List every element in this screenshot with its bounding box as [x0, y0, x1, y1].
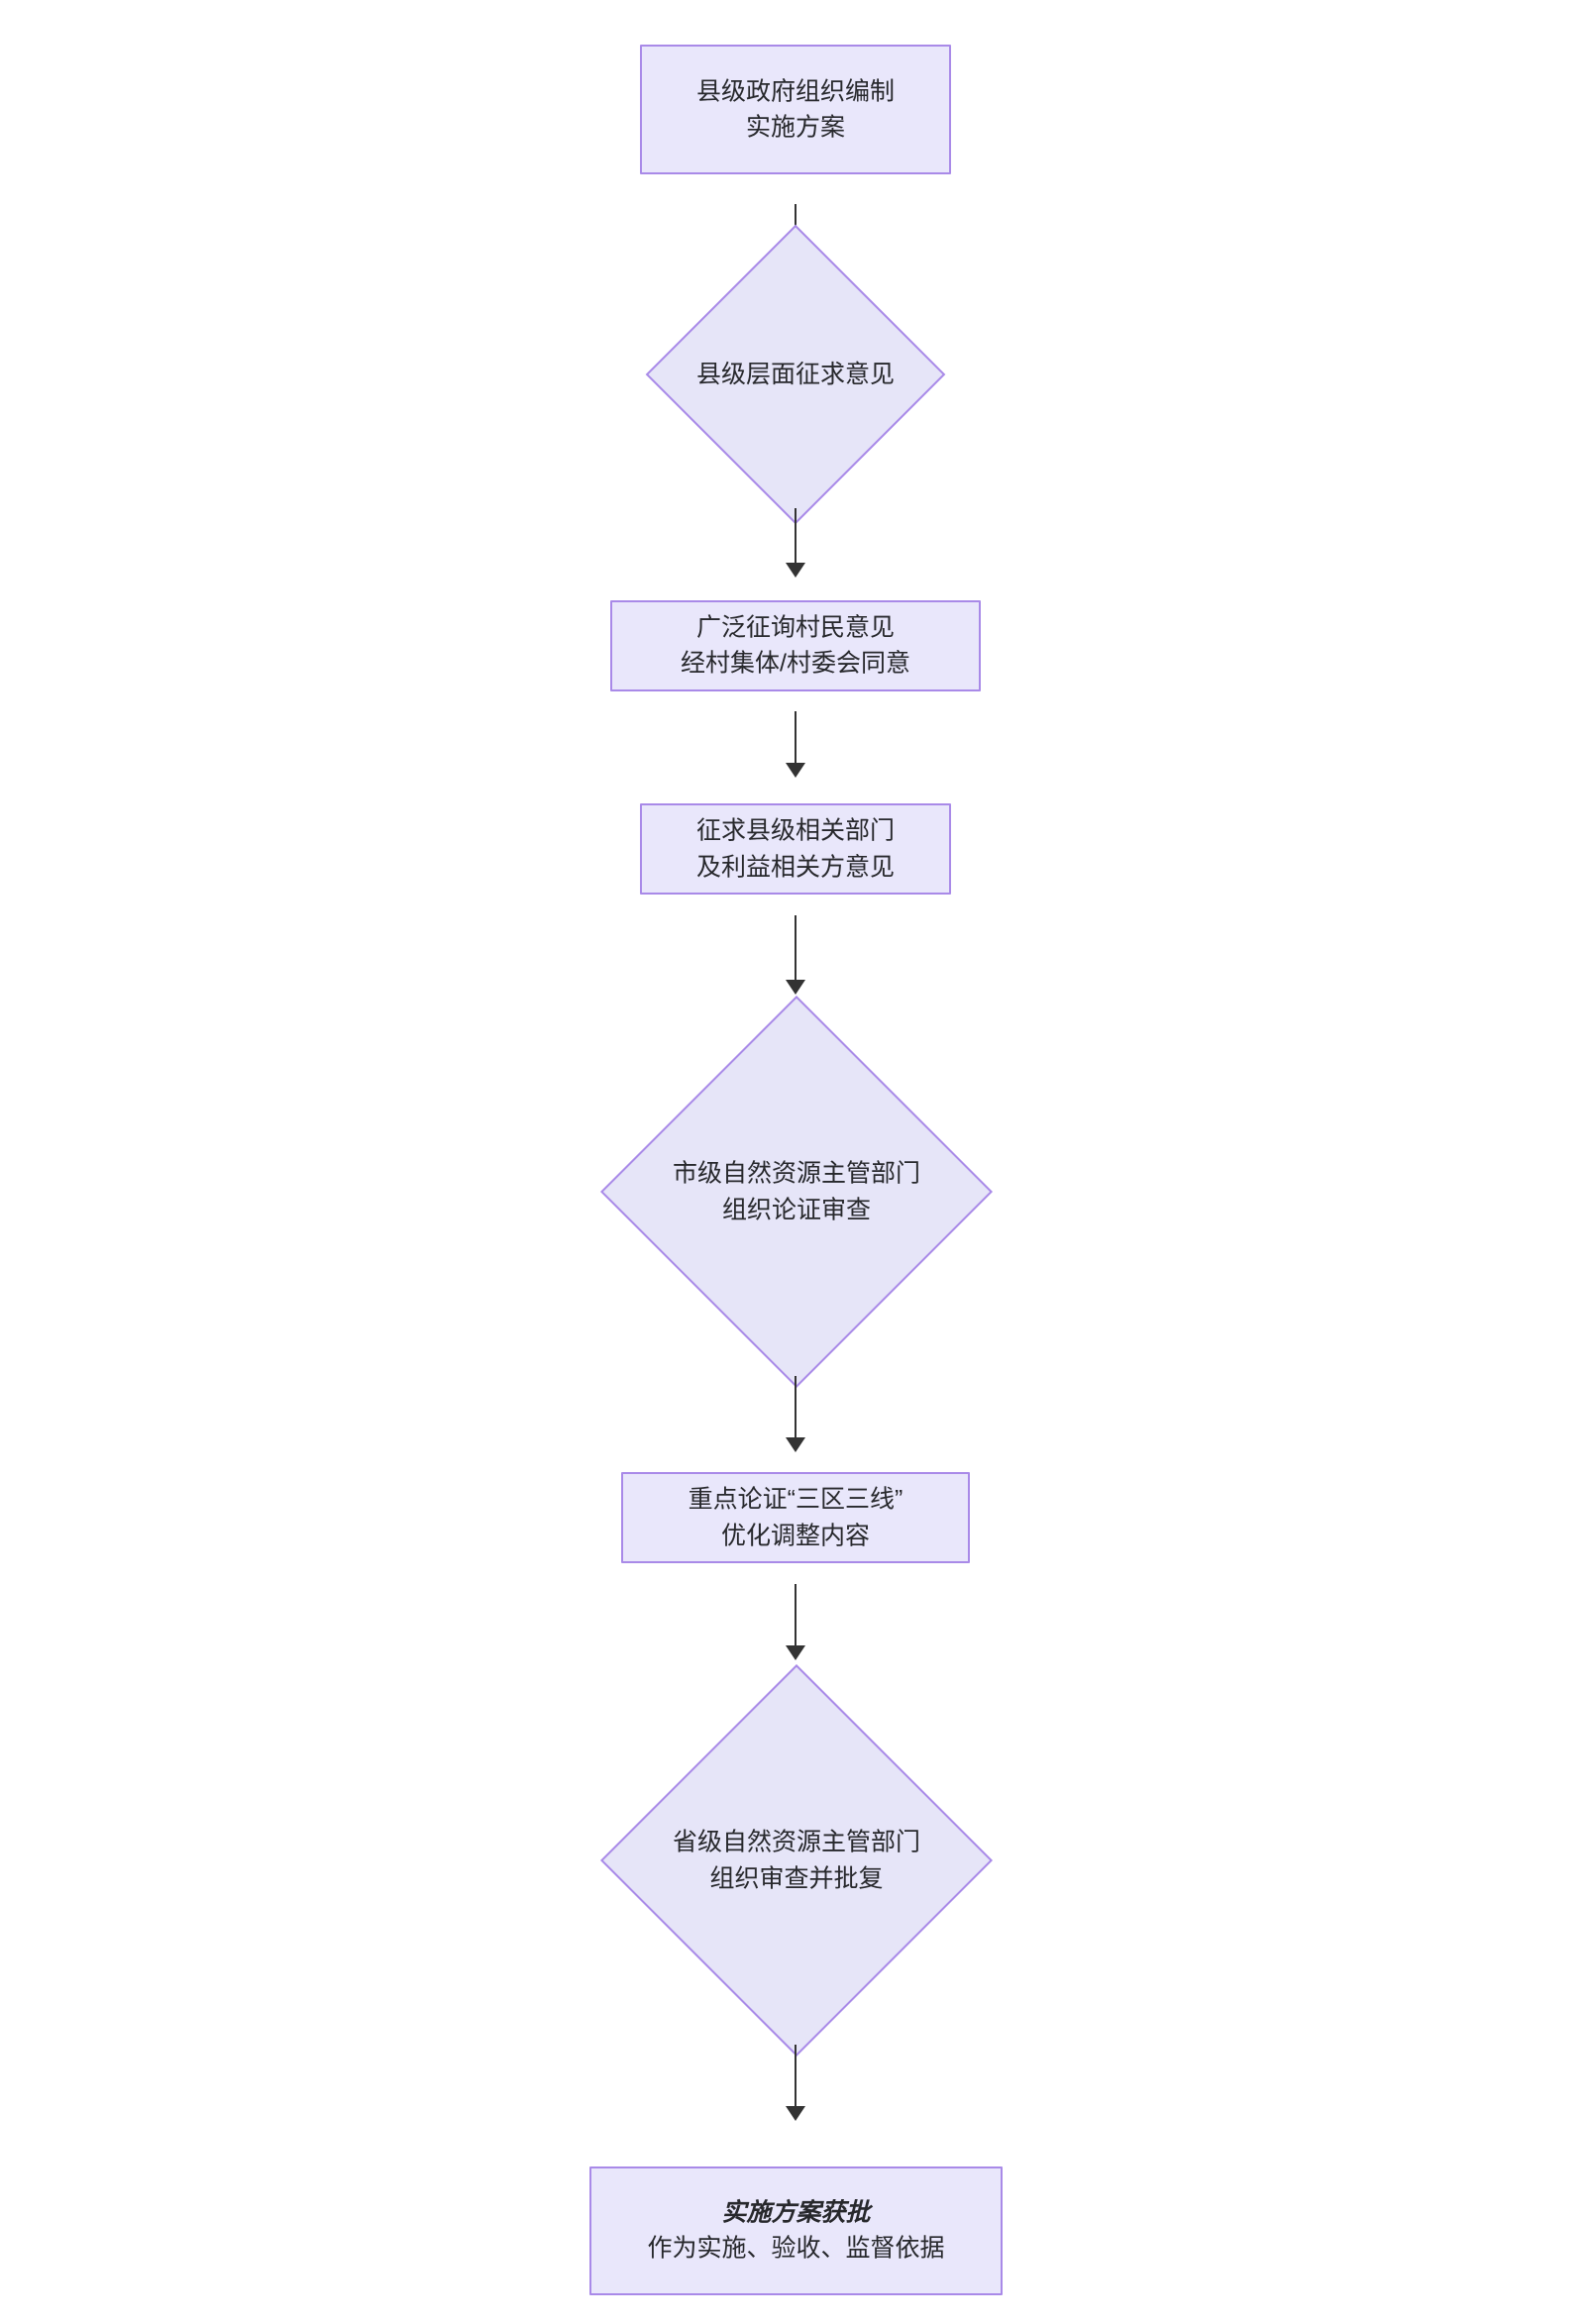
edge-n5-n6: [795, 1375, 796, 1451]
node-4-line-2: 及利益相关方意见: [695, 853, 895, 882]
node-1-label: 县级政府组织编制实施方案: [642, 73, 949, 146]
arrowhead-n5-n6: [786, 1437, 805, 1453]
node-process-three-zones-three-lines[interactable]: 重点论证“三区三线” 优化调整内容: [621, 1472, 970, 1564]
node-decision-provincial-resources-approval[interactable]: 省级自然资源主管部门组织审查并批复: [600, 1664, 993, 2058]
edge-n2-n3: [795, 507, 796, 575]
arrowhead-n2-n3: [786, 562, 805, 578]
arrowhead-n7-n8: [786, 2105, 805, 2121]
node-1-line-2: 实施方案: [745, 113, 845, 142]
node-6-line-2: 优化调整内容: [720, 1522, 870, 1550]
node-6-label: 重点论证“三区三线” 优化调整内容: [623, 1482, 968, 1554]
node-3-line-2: 经村集体/村委会同意: [681, 649, 910, 678]
node-3-label: 广泛征询村民意见经村集体/村委会同意: [612, 609, 979, 682]
node-decision-county-level-consultation[interactable]: 县级层面征求意见: [645, 224, 946, 525]
node-8-label: 实施方案获批作为实施、验收、监督依据: [591, 2194, 1001, 2267]
node-process-county-government-plan[interactable]: 县级政府组织编制实施方案: [640, 45, 951, 175]
arrowhead-n6-n7: [786, 1645, 805, 1661]
node-process-plan-approved-result[interactable]: 实施方案获批作为实施、验收、监督依据: [589, 2166, 1003, 2295]
node-process-county-departments-consultation[interactable]: 征求县级相关部门及利益相关方意见: [640, 803, 951, 896]
node-1-line-1: 县级政府组织编制: [695, 77, 895, 106]
node-8-line-1: 实施方案获批: [721, 2198, 871, 2227]
arrowhead-n3-n4: [786, 763, 805, 779]
node-4-line-1: 征求县级相关部门: [695, 816, 895, 845]
edge-n6-n7: [795, 1583, 796, 1659]
edge-n4-n5: [795, 914, 796, 991]
diamond-shape-icon: [600, 996, 993, 1389]
edge-n7-n8: [795, 2044, 796, 2119]
diamond-shape-icon: [600, 1664, 993, 2058]
node-4-label: 征求县级相关部门及利益相关方意见: [642, 813, 949, 886]
diamond-shape-icon: [645, 224, 946, 525]
arrowhead-n4-n5: [786, 980, 805, 996]
node-process-villager-consultation[interactable]: 广泛征询村民意见经村集体/村委会同意: [610, 599, 981, 691]
node-8-line-2: 作为实施、验收、监督依据: [647, 2234, 945, 2263]
node-decision-municipal-resources-review[interactable]: 市级自然资源主管部门组织论证审查: [600, 996, 993, 1389]
node-3-line-1: 广泛征询村民意见: [695, 613, 895, 642]
edge-n3-n4: [795, 711, 796, 775]
node-6-line-1: 重点论证“三区三线”: [688, 1485, 903, 1514]
